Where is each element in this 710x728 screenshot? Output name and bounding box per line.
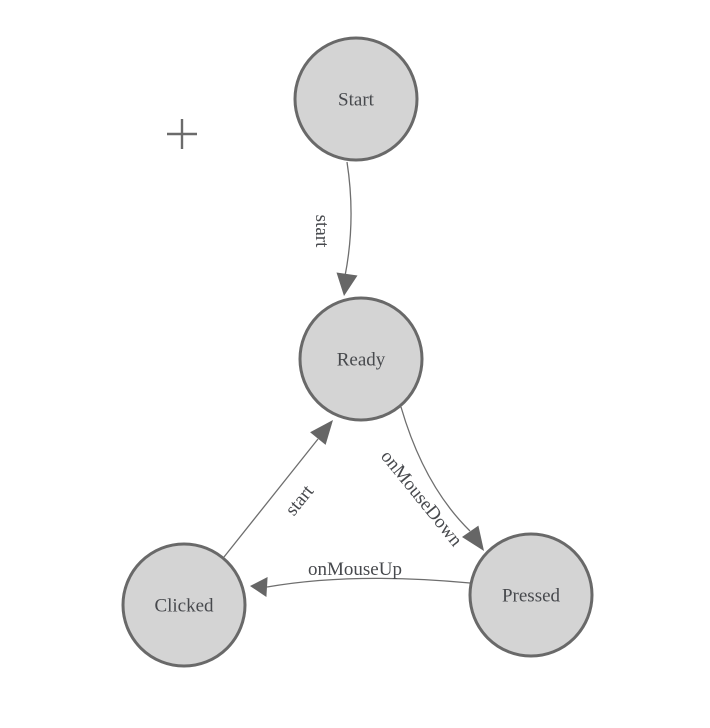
state-node-pressed[interactable]: Pressed xyxy=(468,532,594,658)
state-circle xyxy=(468,532,594,658)
state-node-start[interactable]: Start xyxy=(293,36,419,162)
state-node-ready[interactable]: Ready xyxy=(298,296,424,422)
arrowhead-icon xyxy=(462,525,484,551)
state-label: Start xyxy=(338,90,375,111)
transition-edge-pressed-clicked[interactable]: onMouseUp xyxy=(250,559,471,597)
arrowhead-icon xyxy=(336,272,358,296)
edge-label: start xyxy=(281,481,318,520)
edge-label: start xyxy=(311,215,332,248)
arrowhead-icon xyxy=(250,577,268,597)
state-circle xyxy=(121,542,247,668)
edge-line[interactable] xyxy=(400,406,471,532)
plus-icon[interactable] xyxy=(167,119,197,149)
edge-line[interactable] xyxy=(266,577,471,588)
state-circle xyxy=(293,36,419,162)
transition-edge-clicked-ready[interactable]: start xyxy=(223,420,333,558)
transition-edge-ready-pressed[interactable]: onMouseDown xyxy=(376,406,484,551)
transition-edge-start-ready[interactable]: start xyxy=(311,161,358,296)
edge-line[interactable] xyxy=(344,161,352,277)
state-label: Pressed xyxy=(502,586,561,607)
state-circle xyxy=(298,296,424,422)
state-node-clicked[interactable]: Clicked xyxy=(121,542,247,668)
edge-label: onMouseUp xyxy=(308,559,402,580)
arrowhead-icon xyxy=(310,420,333,445)
state-label: Clicked xyxy=(154,596,214,617)
state-label: Ready xyxy=(337,350,386,371)
edge-line[interactable] xyxy=(223,438,319,558)
